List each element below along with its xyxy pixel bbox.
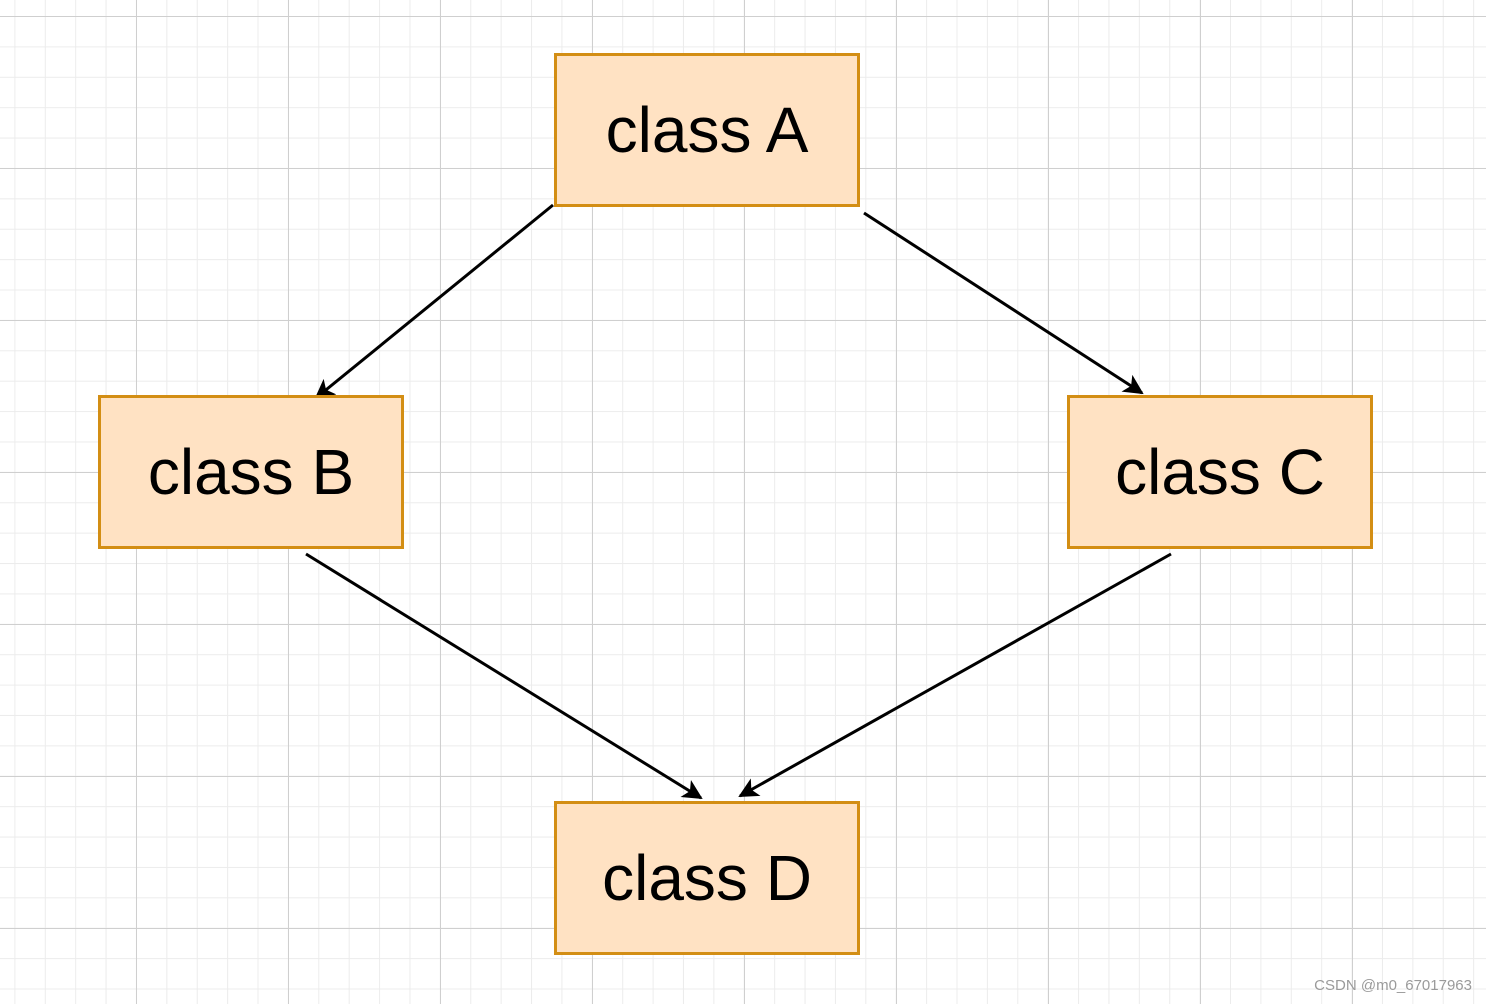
edge-b-to-d — [305, 552, 703, 800]
node-class-b[interactable]: class B — [98, 395, 404, 549]
node-class-c[interactable]: class C — [1067, 395, 1373, 549]
edge-c-to-d — [738, 552, 1172, 798]
node-label: class A — [605, 94, 809, 166]
watermark: CSDN @m0_67017963 — [1314, 977, 1472, 994]
edge-a-to-c — [863, 211, 1144, 395]
edge-a-to-b — [314, 203, 554, 400]
node-label: class C — [1115, 436, 1325, 508]
node-class-d[interactable]: class D — [554, 801, 860, 955]
node-class-a[interactable]: class A — [554, 53, 860, 207]
node-label: class B — [147, 436, 355, 508]
node-label: class D — [602, 842, 812, 914]
